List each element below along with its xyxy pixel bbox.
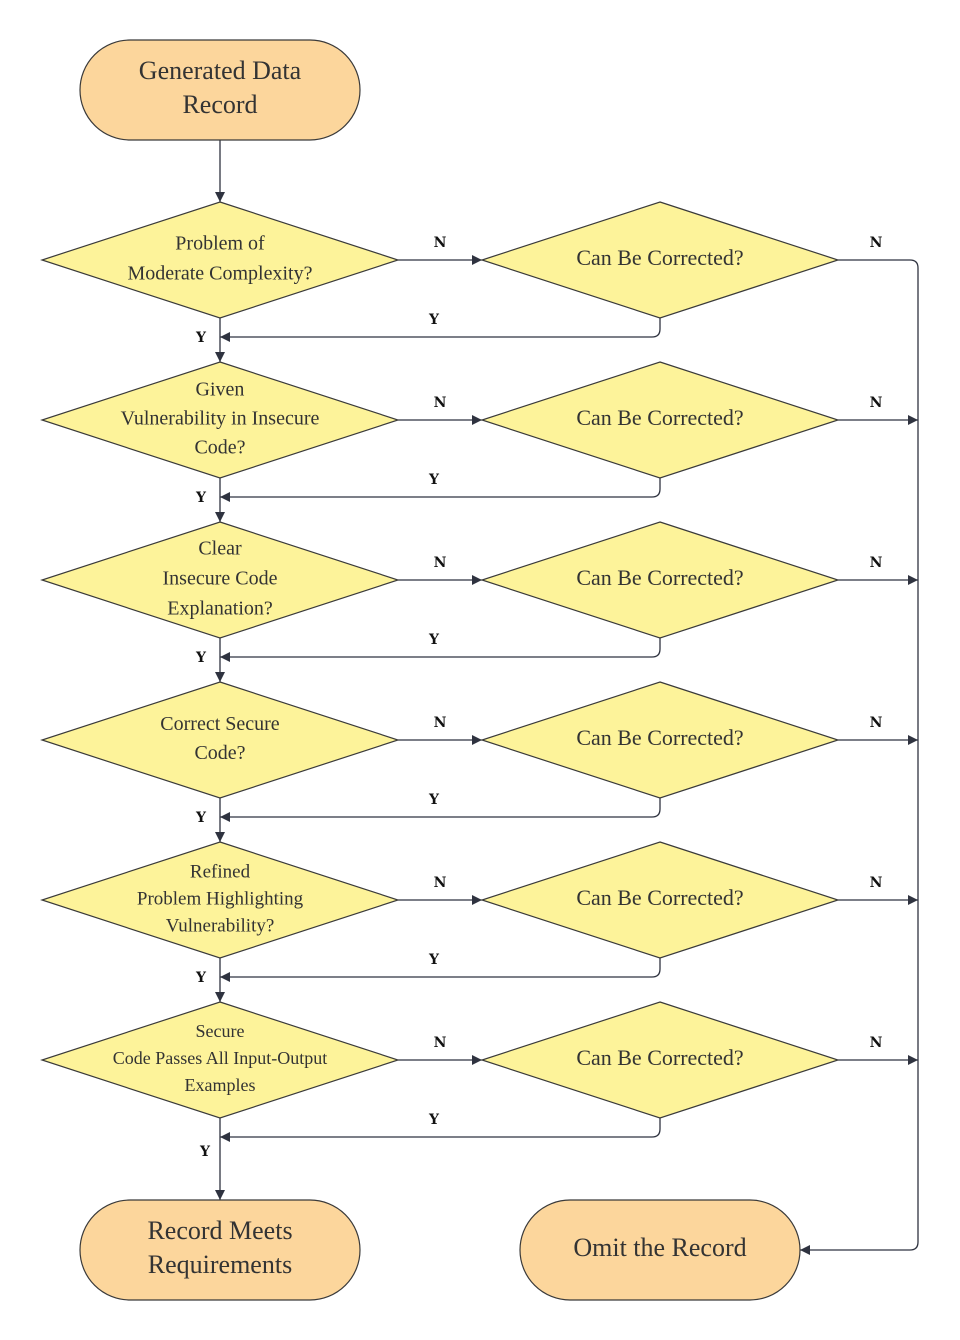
q4-no-label: N bbox=[434, 715, 447, 731]
c4-label: Can Be Corrected? bbox=[576, 725, 743, 750]
c4-yes-label: Y bbox=[428, 792, 440, 808]
c3-no-label: N bbox=[870, 555, 883, 571]
c6-yes-label: Y bbox=[428, 1112, 440, 1128]
start-terminal bbox=[79, 39, 361, 141]
c2-decision bbox=[480, 361, 840, 479]
c3-yes-arrow bbox=[220, 638, 661, 662]
c4-yes-arrow bbox=[220, 798, 661, 822]
q1-yes-label: Y bbox=[195, 330, 207, 346]
q5-no-label: N bbox=[434, 875, 447, 891]
q6-decision bbox=[40, 1001, 400, 1119]
c4-no-label: N bbox=[870, 715, 883, 731]
q2-decision bbox=[40, 361, 400, 479]
q3-decision bbox=[40, 521, 400, 639]
c1-yes-arrow bbox=[220, 318, 661, 342]
c3-decision bbox=[480, 521, 840, 639]
c3-label: Can Be Corrected? bbox=[576, 565, 743, 590]
c3-yes-label: Y bbox=[428, 632, 440, 648]
c2-label: Can Be Corrected? bbox=[576, 405, 743, 430]
c5-no-label: N bbox=[870, 875, 883, 891]
c1-no-label: N bbox=[870, 235, 883, 251]
c2-yes-arrow bbox=[220, 478, 661, 502]
c6-decision bbox=[480, 1001, 840, 1119]
end_omit-label: Omit the Record bbox=[573, 1233, 746, 1262]
c1-decision bbox=[480, 201, 840, 319]
c5-label: Can Be Corrected? bbox=[576, 885, 743, 910]
c1-label: Can Be Corrected? bbox=[576, 245, 743, 270]
c1-yes-label: Y bbox=[428, 312, 440, 328]
connectors bbox=[215, 140, 919, 1255]
c6-yes-arrow bbox=[220, 1118, 661, 1142]
q5-yes-label: Y bbox=[195, 970, 207, 986]
c2-yes-label: Y bbox=[428, 472, 440, 488]
q6-no-label: N bbox=[434, 1035, 447, 1051]
q4-yes-label: Y bbox=[195, 810, 207, 826]
c5-decision bbox=[480, 841, 840, 959]
c2-no-label: N bbox=[870, 395, 883, 411]
c5-yes-arrow bbox=[220, 958, 661, 982]
end_ok-terminal bbox=[79, 1199, 361, 1301]
q3-no-label: N bbox=[434, 555, 447, 571]
q2-yes-label: Y bbox=[195, 490, 207, 506]
q6-yes-label: Y bbox=[199, 1144, 211, 1160]
q1-decision bbox=[40, 201, 400, 319]
omit-bus-arrow bbox=[800, 259, 919, 1255]
c6-no-label: N bbox=[870, 1035, 883, 1051]
q3-yes-label: Y bbox=[195, 650, 207, 666]
c4-decision bbox=[480, 681, 840, 799]
q4-decision bbox=[40, 681, 400, 799]
c5-yes-label: Y bbox=[428, 952, 440, 968]
q1-no-label: N bbox=[434, 235, 447, 251]
q2-no-label: N bbox=[434, 395, 447, 411]
q5-decision bbox=[40, 841, 400, 959]
c6-label: Can Be Corrected? bbox=[576, 1045, 743, 1070]
edge-labels: N Y N Y N Y N Y N Y N Y N Y N Y N Y N Y N Y N Y bbox=[195, 235, 883, 1160]
end_omit-terminal bbox=[519, 1199, 801, 1301]
